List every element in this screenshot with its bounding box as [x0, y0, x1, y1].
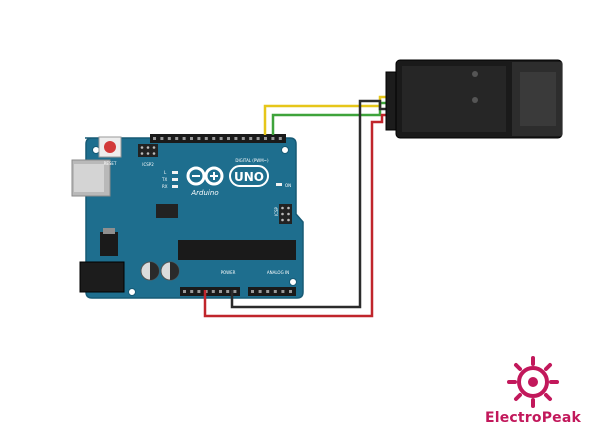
- rx-label: RX: [162, 184, 168, 189]
- reset-label: RESET: [104, 161, 117, 166]
- dc-power-jack: [79, 261, 125, 293]
- electropeak-watermark: ElectroPeak: [478, 352, 588, 432]
- icsp-header: [279, 204, 292, 224]
- reset-button-cap: [104, 141, 116, 153]
- model-label: UNO: [234, 170, 264, 184]
- green-wire: [271, 101, 390, 135]
- fingerprint-sensor-module: [385, 59, 563, 139]
- icsp-label: ICSP: [274, 206, 279, 216]
- header-pin: [256, 137, 260, 140]
- header-pin: [289, 290, 292, 293]
- l-label: L: [164, 170, 167, 175]
- header-pin: [278, 137, 282, 140]
- header-pin: [160, 137, 164, 140]
- header-pin: [273, 290, 277, 293]
- electropeak-logo-icon: [507, 356, 559, 408]
- digital-label: DIGITAL (PWM~): [235, 158, 269, 163]
- header-pin: [249, 137, 253, 140]
- header-pin: [281, 290, 285, 293]
- header-pin: [190, 137, 193, 140]
- capacitor: [160, 261, 180, 281]
- sensor-screw: [472, 97, 478, 103]
- electropeak-text: ElectroPeak: [484, 410, 582, 426]
- sensor-screw: [472, 71, 478, 77]
- header-pin: [271, 137, 275, 140]
- header-pin: [264, 137, 267, 140]
- on-led: [276, 183, 282, 186]
- voltage-regulator-tab: [103, 228, 115, 234]
- header-pin: [234, 137, 238, 140]
- usb-chip: [156, 204, 178, 218]
- header-pin: [212, 137, 216, 140]
- atmega-chip: [178, 240, 296, 260]
- analog-pin-header: [248, 287, 296, 296]
- header-pin: [219, 137, 223, 140]
- header-pin: [153, 137, 156, 140]
- header-pin: [182, 137, 186, 140]
- red-wire: [203, 113, 390, 318]
- header-pin: [197, 290, 201, 293]
- header-pin: [226, 290, 230, 293]
- mount-hole: [128, 288, 136, 296]
- header-pin: [251, 290, 254, 293]
- l-led: [172, 171, 178, 174]
- rx-led: [172, 185, 178, 188]
- tx-led: [172, 178, 178, 181]
- capacitor: [140, 261, 160, 281]
- header-pin: [204, 137, 208, 140]
- voltage-regulator: [100, 232, 118, 256]
- header-pin: [167, 137, 171, 140]
- analog-label: ANALOG IN: [267, 270, 289, 275]
- mount-hole: [92, 146, 100, 154]
- icsp2-label: ICSP2: [142, 162, 154, 167]
- header-pin: [219, 290, 222, 293]
- header-pin: [258, 290, 262, 293]
- black-wire: [230, 99, 390, 309]
- header-pin: [175, 137, 179, 140]
- header-pin: [183, 290, 186, 293]
- sensor-body-highlight: [402, 66, 506, 132]
- brand-label: Arduino: [190, 189, 218, 197]
- arduino-logo: [186, 165, 269, 187]
- header-pin: [266, 290, 270, 293]
- header-pin: [211, 290, 215, 293]
- header-pin: [241, 137, 245, 140]
- usb-connector-inner: [74, 164, 104, 192]
- mount-hole: [289, 278, 297, 286]
- header-pin: [190, 290, 194, 293]
- mount-hole: [281, 146, 289, 154]
- tx-label: TX: [161, 177, 167, 182]
- wires: [203, 95, 390, 318]
- header-pin: [197, 137, 201, 140]
- sensor-window-glass: [520, 72, 556, 126]
- digital-pin-header: [150, 134, 286, 143]
- header-pin: [233, 290, 237, 293]
- header-pin: [227, 137, 230, 140]
- on-label: ON: [285, 183, 291, 188]
- icsp2-header: [138, 144, 158, 157]
- power-label: POWER: [221, 270, 236, 275]
- arduino-uno-board: UNO Arduino RESET ICSP2 DIGITAL (PWM~) T…: [71, 134, 304, 299]
